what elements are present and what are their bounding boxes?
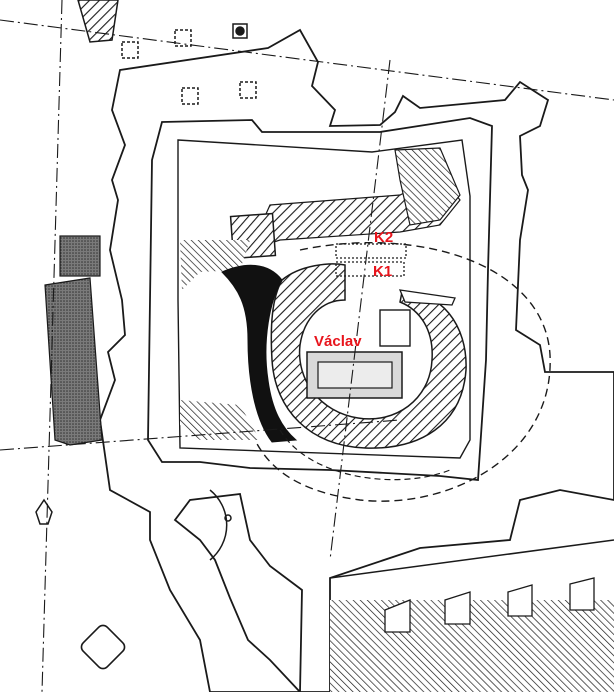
top-hatched-wall: [77, 0, 119, 43]
diamond-mark: [80, 624, 126, 670]
inner-niche: [379, 309, 411, 347]
dashed-arc-outer: [254, 242, 551, 502]
hatched-area-corner: [394, 147, 461, 226]
lower-right-edge: [329, 539, 614, 579]
grave-inner: [317, 361, 393, 389]
column-markers: [121, 23, 257, 105]
hatched-lower-left: [180, 400, 260, 440]
dashed-arc-inner: [279, 429, 451, 481]
outer-fortification-outline: [99, 28, 614, 692]
inner-enclosure: [147, 117, 493, 481]
label-k1: K1: [373, 263, 392, 280]
wedge: [398, 289, 456, 306]
keyhole-mark: [35, 498, 53, 525]
k2-box: [335, 243, 407, 259]
small-circle: [224, 514, 232, 522]
hatched-left-wall: [180, 240, 250, 290]
buttresses: [384, 577, 595, 633]
left-building-block: [44, 277, 103, 446]
label-k2: K2: [374, 229, 393, 246]
rotunda-hatched-ring: [270, 263, 467, 449]
left-building-top: [59, 235, 101, 277]
lower-right-hatched-band: [330, 600, 614, 692]
semicircle-bastion: [209, 489, 228, 561]
k1-box: [335, 261, 405, 277]
inner-enclosure-inner-line: [177, 139, 471, 459]
black-apse: [221, 264, 298, 443]
label-vaclav: Václav: [314, 333, 362, 350]
